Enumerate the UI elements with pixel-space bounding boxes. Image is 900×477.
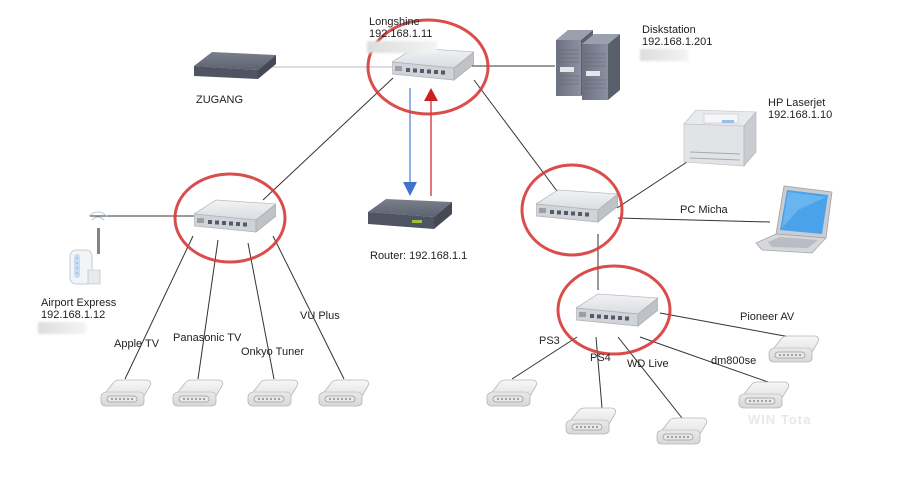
endpoint-apple-tv[interactable] [100,379,151,407]
label-diskstation-name: Diskstation [642,24,696,36]
link-dm800se [639,336,769,383]
label-vu-plus: VU Plus [300,310,340,322]
link-ps3 [511,336,578,380]
redacted-text [640,49,688,61]
endpoint-ps4[interactable] [565,407,616,435]
switch-lower[interactable] [576,293,658,327]
link-panasonic-tv [197,239,219,380]
label-pioneer-av: Pioneer AV [740,311,795,323]
label-longshine-ip: 192.168.1.11 [369,28,433,40]
airport-express-device[interactable] [69,211,108,285]
label-airport-express-name: Airport Express [41,297,117,309]
arrow-down-icon [403,182,417,196]
router-device[interactable] [368,199,452,229]
label-ps3: PS3 [539,335,560,347]
link-vu-plus [272,235,345,380]
endpoint-panasonic-tv[interactable] [172,379,223,407]
endpoint-ps3[interactable] [486,379,537,407]
watermark: WIN Tota [748,412,812,427]
printer-device[interactable] [683,109,757,167]
highlight-rings [173,18,672,356]
label-apple-tv: Apple TV [114,338,160,350]
label-ps4: PS4 [590,352,611,364]
label-pc-micha: PC Micha [680,204,728,216]
link-right-switch-pc [617,217,771,223]
label-panasonic-tv: Panasonic TV [173,332,242,344]
redacted-text [38,322,86,334]
arrow-up-icon [424,88,438,101]
links [90,65,791,419]
label-dm800se: dm800se [711,355,757,367]
highlight-ring-left-switch [173,172,287,264]
router-arrows [403,88,438,196]
link-onkyo [247,242,275,380]
highlight-ring-right-switch [520,163,624,257]
link-pioneer-av [659,312,791,338]
link-longshine-left-switch [262,77,394,201]
label-airport-express-ip: 192.168.1.12 [41,309,106,321]
diskstation-device[interactable] [556,30,620,100]
link-right-switch-printer [616,159,691,209]
label-onkyo-tuner: Onkyo Tuner [241,346,304,358]
endpoint-pioneer-av[interactable] [768,335,819,363]
laptop-device[interactable] [755,185,833,254]
endpoint-wd-live[interactable] [656,417,707,445]
link-ps4 [595,336,603,409]
endpoint-onkyo-tuner[interactable] [247,379,298,407]
highlight-ring-longshine [366,18,490,116]
switch-left[interactable] [194,199,276,233]
label-hp-laserjet-name: HP Laserjet [768,97,826,109]
endpoint-vu-plus[interactable] [318,379,369,407]
link-wd-live [617,336,683,419]
label-zugang: ZUGANG [196,94,244,106]
label-wd-live: WD Live [627,358,669,370]
label-router: Router: 192.168.1.1 [370,250,468,262]
label-diskstation-ip: 192.168.1.201 [642,36,713,48]
zugang-device[interactable] [194,52,276,79]
highlight-ring-lower-switch [556,264,672,356]
redacted-text [367,41,437,53]
label-longshine-name: Longshine [369,16,420,28]
label-hp-laserjet-ip: 192.168.1.10 [768,109,833,121]
link-longshine-right-switch [473,79,561,196]
endpoint-dm800se[interactable] [738,381,789,409]
link-apple-tv [124,235,194,380]
switch-right[interactable] [536,189,618,223]
